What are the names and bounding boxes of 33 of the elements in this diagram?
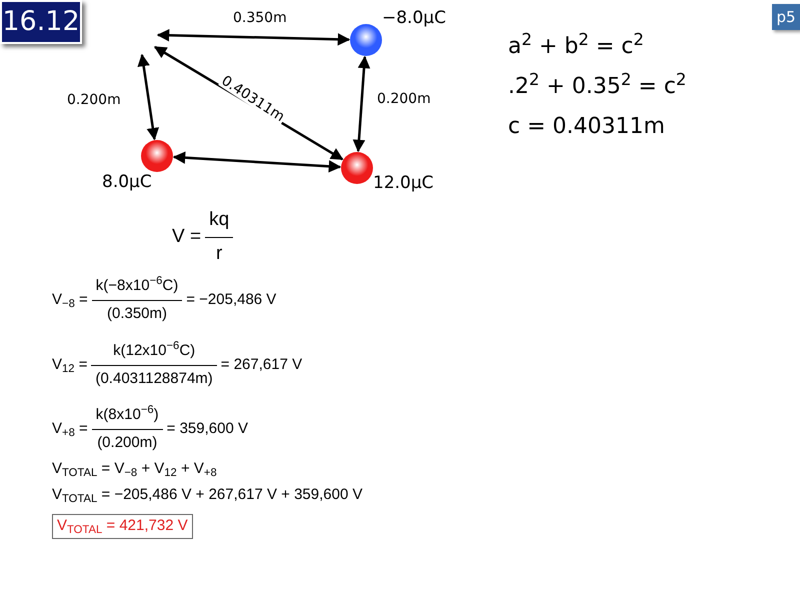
denominator-text: (0.350m)	[106, 304, 168, 324]
formula-text: .2$^{2}$ + 0.35$^{2}$ = c$^{2}$	[508, 70, 686, 101]
distance-label: 0.350m	[232, 11, 288, 25]
denominator-text: r	[214, 242, 224, 266]
formula-text: V =	[172, 224, 202, 249]
double-arrow	[172, 151, 342, 173]
charge-label: −8.0μC	[382, 7, 446, 30]
formula-text: a$^{2}$ + b$^{2}$ = c$^{2}$	[508, 30, 644, 61]
formula-text: V$_{12}$ =	[52, 354, 88, 376]
formula-text: = 267,617 V	[220, 354, 302, 375]
page-badge: p5	[772, 4, 800, 30]
formula-text: V$_{TOTAL}$ = −205,486 V + 267,617 V + 359,600 V	[52, 485, 362, 506]
double-arrow	[156, 29, 350, 46]
denominator-text: (0.4031128874m)	[94, 368, 214, 388]
result-box: V$_{TOTAL}$ = 421,732 V	[52, 514, 193, 538]
slide-number-badge: 16.12	[0, 0, 82, 44]
formula-text: = 359,600 V	[166, 418, 248, 439]
formula-text: V$_{TOTAL}$ = V$_{−8}$ + V$_{12}$ + V$_{+8}$	[52, 459, 217, 480]
numerator-text: k(12x10$^{−6}$C)	[112, 340, 196, 361]
numerator-text: k(8x10$^{−6}$)	[94, 404, 160, 425]
formula-text: V$_{−8}$ =	[52, 290, 88, 312]
numerator-text: k(−8x10$^{−6}$C)	[94, 275, 180, 296]
charge-label: 12.0μC	[373, 172, 434, 195]
numerator-text: kq	[208, 208, 230, 232]
double-arrow	[137, 54, 160, 140]
charge-label: 8.0μC	[102, 171, 152, 194]
formula-text: V$_{+8}$ =	[52, 418, 88, 440]
distance-label: 0.200m	[66, 93, 122, 107]
formula-text: = −205,486 V	[186, 290, 276, 310]
denominator-text: (0.200m)	[96, 432, 158, 452]
double-arrow	[352, 56, 370, 152]
distance-label: 0.200m	[376, 92, 432, 106]
formula-text: c = 0.40311m	[508, 113, 665, 141]
